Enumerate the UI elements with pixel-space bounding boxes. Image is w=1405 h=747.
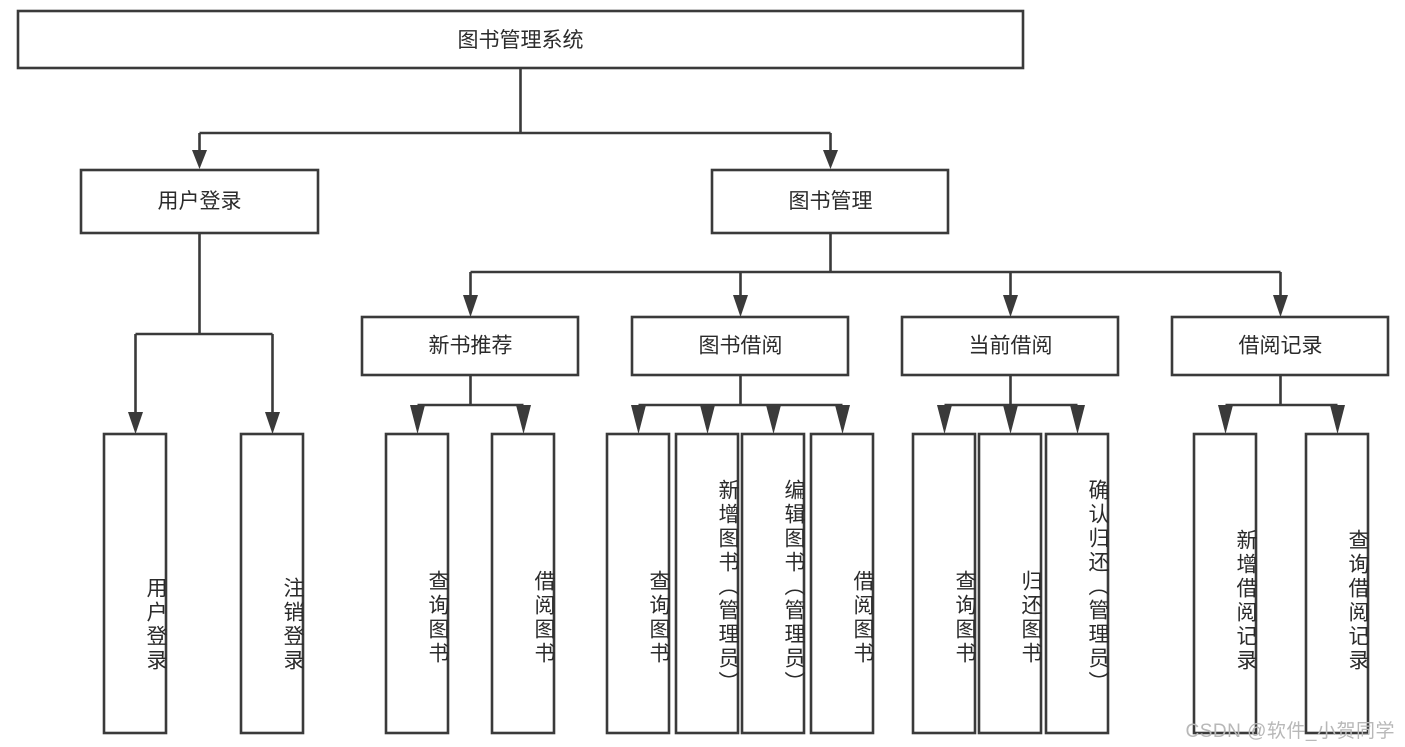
connectors-current-borrow-to-leaves bbox=[937, 375, 1085, 434]
leaf-box-book-borrow-0[interactable] bbox=[605, 432, 671, 735]
arrow-head-leaf-logout bbox=[265, 412, 280, 434]
arrow-head-book-manage bbox=[823, 150, 838, 169]
arrow-head-new-book bbox=[463, 295, 478, 317]
leaf-box-borrow-record-0[interactable] bbox=[1192, 432, 1258, 735]
arrow-head-current-leaf2 bbox=[1003, 405, 1018, 434]
node-new-book-label: 新书推荐 bbox=[429, 335, 513, 358]
connectors-book-borrow-to-leaves bbox=[631, 375, 850, 434]
node-current-borrow-box[interactable] bbox=[900, 315, 1120, 377]
arrow-head-borrow-leaf2 bbox=[700, 405, 715, 434]
node-borrow-record-box[interactable] bbox=[1170, 315, 1390, 377]
leaf-box-book-borrow-3[interactable] bbox=[809, 432, 875, 735]
arrow-head-borrow-leaf1 bbox=[631, 405, 646, 434]
connectors-root-to-level2 bbox=[192, 68, 838, 169]
connectors-user-login-to-leaves bbox=[128, 233, 280, 434]
node-book-manage-label: 图书管理 bbox=[789, 190, 873, 213]
arrow-head-borrow-leaf4 bbox=[835, 405, 850, 434]
leaf-box-user-login-0[interactable] bbox=[102, 432, 168, 735]
arrow-head-borrow-record bbox=[1273, 295, 1288, 317]
connectors-book-manage-to-level3 bbox=[463, 233, 1288, 317]
node-borrow-record-label: 借阅记录 bbox=[1239, 335, 1323, 358]
node-book-borrow-box[interactable] bbox=[630, 315, 850, 377]
node-root-box[interactable] bbox=[16, 9, 1025, 70]
arrow-head-book-borrow bbox=[733, 295, 748, 317]
leaf-box-current-borrow-0[interactable] bbox=[911, 432, 977, 735]
node-root-label: 图书管理系统 bbox=[458, 29, 584, 52]
connectors-borrow-record-to-leaves bbox=[1218, 375, 1345, 434]
leaf-box-user-login-1[interactable] bbox=[239, 432, 305, 735]
watermark-text: CSDN @软件_小贺同学 bbox=[1185, 721, 1395, 742]
arrow-head-current-borrow bbox=[1003, 295, 1018, 317]
leaf-box-new-book-1[interactable] bbox=[490, 432, 556, 735]
connectors-new-book-to-leaves bbox=[410, 375, 531, 434]
arrow-head-record-leaf2 bbox=[1330, 405, 1345, 434]
node-user-login-box[interactable] bbox=[79, 168, 320, 235]
arrow-head-current-leaf1 bbox=[937, 405, 952, 434]
node-user-login-label: 用户登录 bbox=[158, 190, 242, 213]
leaf-box-borrow-record-1[interactable] bbox=[1304, 432, 1370, 735]
arrow-head-borrow-leaf3 bbox=[766, 405, 781, 434]
node-current-borrow-label: 当前借阅 bbox=[969, 335, 1053, 358]
node-new-book-box[interactable] bbox=[360, 315, 580, 377]
arrow-head-newbook-leaf2 bbox=[516, 405, 531, 434]
leaf-box-current-borrow-1[interactable] bbox=[977, 432, 1043, 735]
arrow-head-newbook-leaf1 bbox=[410, 405, 425, 434]
arrow-head-leaf-user-login bbox=[128, 412, 143, 434]
node-book-manage-box[interactable] bbox=[710, 168, 950, 235]
leaf-box-book-borrow-2[interactable] bbox=[740, 432, 806, 735]
leaf-box-new-book-0[interactable] bbox=[384, 432, 450, 735]
leaf-box-book-borrow-1[interactable] bbox=[674, 432, 740, 735]
arrow-head-record-leaf1 bbox=[1218, 405, 1233, 434]
arrow-head-current-leaf3 bbox=[1070, 405, 1085, 434]
leaf-box-current-borrow-2[interactable] bbox=[1044, 432, 1110, 735]
node-book-borrow-label: 图书借阅 bbox=[699, 335, 783, 358]
arrow-head-user-login bbox=[192, 150, 207, 169]
